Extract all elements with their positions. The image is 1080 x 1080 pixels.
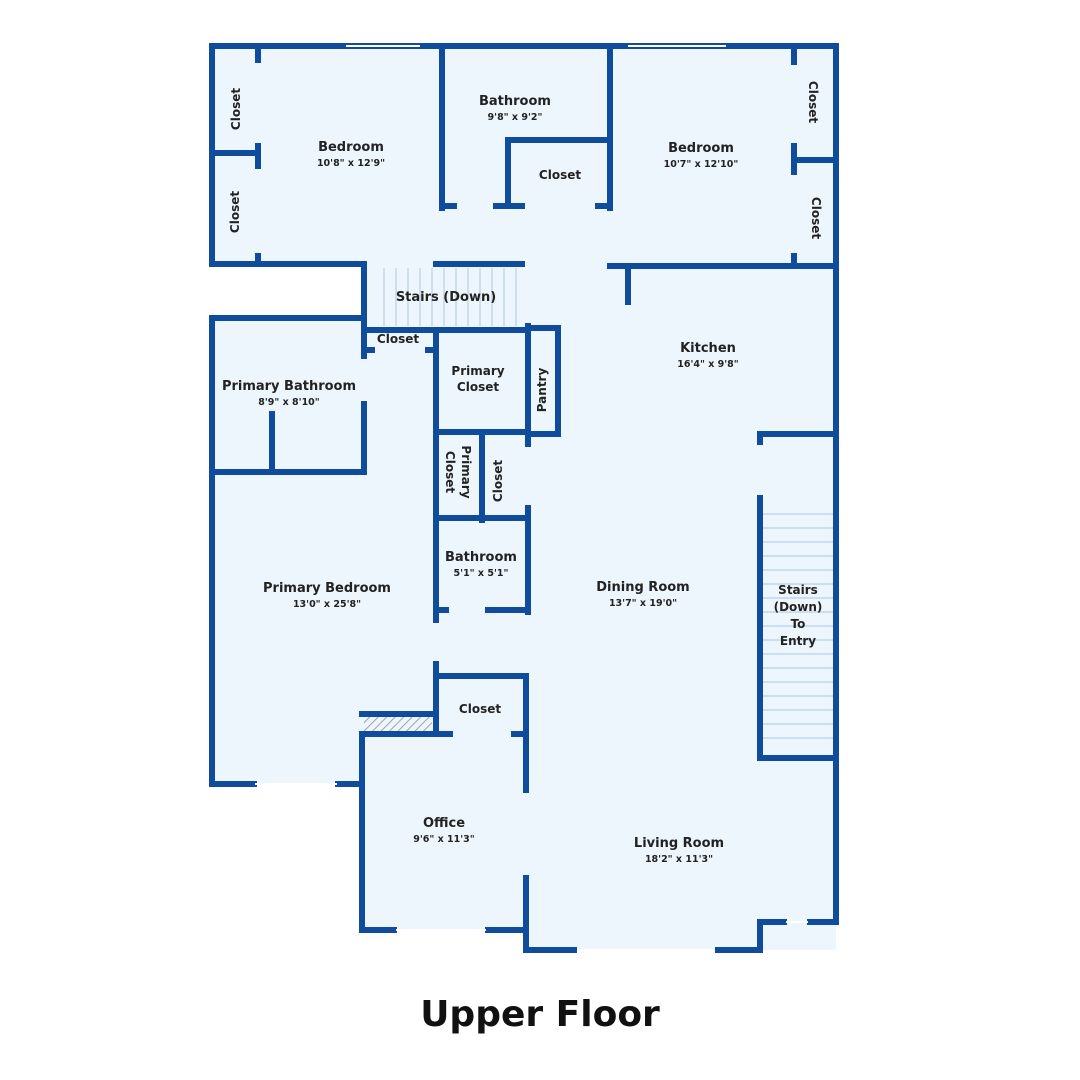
room-name: Bathroom xyxy=(445,550,517,565)
closet-label: Closet xyxy=(491,460,505,502)
closet-label: Closet xyxy=(229,88,243,130)
room-dimensions: 8'9" x 8'10" xyxy=(258,397,320,408)
room-dimensions: 10'7" x 12'10" xyxy=(664,159,739,170)
room-dimensions: 13'7" x 19'0" xyxy=(609,598,677,609)
room-office: Office 9'6" x 11'3" xyxy=(413,816,475,845)
room-dimensions: 5'1" x 5'1" xyxy=(454,568,509,579)
stairs-entry-label: Entry xyxy=(780,634,816,648)
room-bedroom-right: Bedroom 10'7" x 12'10" xyxy=(664,141,739,170)
room-dimensions: 9'6" x 11'3" xyxy=(413,834,475,845)
closet-label: Closet xyxy=(228,191,242,233)
room-kitchen: Kitchen 16'4" x 9'8" xyxy=(677,341,739,370)
room-dimensions: 13'0" x 25'8" xyxy=(293,599,361,610)
stairs-to-entry xyxy=(762,513,834,739)
room-primary-bathroom: Primary Bathroom 8'9" x 8'10" xyxy=(222,379,356,408)
stairs-entry-label: (Down) xyxy=(774,600,823,614)
pantry-label: Pantry xyxy=(535,368,549,413)
hatched-block xyxy=(364,714,432,732)
primary-closet-label-rotated: Primary xyxy=(459,445,473,498)
walls xyxy=(209,43,839,953)
closet-label: Closet xyxy=(459,702,501,716)
room-dimensions: 10'8" x 12'9" xyxy=(317,158,385,169)
room-dimensions: 18'2" x 11'3" xyxy=(645,854,713,865)
room-name: Living Room xyxy=(634,836,724,851)
room-name: Bedroom xyxy=(318,140,384,155)
room-name: Dining Room xyxy=(596,580,689,595)
room-dimensions: 9'8" x 9'2" xyxy=(488,112,543,123)
primary-closet-label-rotated: Closet xyxy=(443,451,457,493)
room-primary-bedroom: Primary Bedroom 13'0" x 25'8" xyxy=(263,581,391,610)
primary-closet-label: Primary xyxy=(451,364,504,378)
room-bedroom-left: Bedroom 10'8" x 12'9" xyxy=(317,140,385,169)
closet-label: Closet xyxy=(539,168,581,182)
closet-label: Closet xyxy=(806,81,820,123)
room-dimensions: 16'4" x 9'8" xyxy=(677,359,739,370)
room-name: Kitchen xyxy=(680,341,736,356)
room-name: Bathroom xyxy=(479,94,551,109)
primary-closet-label: Closet xyxy=(457,380,499,394)
stairs-down-top xyxy=(383,268,517,326)
stairs-down-label: Stairs (Down) xyxy=(396,290,496,305)
room-dining-room: Dining Room 13'7" x 19'0" xyxy=(596,580,689,609)
floor-title: Upper Floor xyxy=(420,994,660,1035)
stairs-entry-label: To xyxy=(791,617,806,631)
room-bathroom-top: Bathroom 9'8" x 9'2" xyxy=(479,94,551,123)
room-name: Primary Bedroom xyxy=(263,581,391,596)
closet-label: Closet xyxy=(809,197,823,239)
room-name: Office xyxy=(423,816,465,831)
doors-and-windows xyxy=(255,45,808,951)
stairs-entry-label: Stairs xyxy=(778,583,818,597)
room-living-room: Living Room 18'2" x 11'3" xyxy=(634,836,724,865)
room-name: Bedroom xyxy=(668,141,734,156)
closet-label: Closet xyxy=(377,332,419,346)
floor-area xyxy=(212,46,836,950)
room-name: Primary Bathroom xyxy=(222,379,356,394)
room-bathroom-small: Bathroom 5'1" x 5'1" xyxy=(445,550,517,579)
